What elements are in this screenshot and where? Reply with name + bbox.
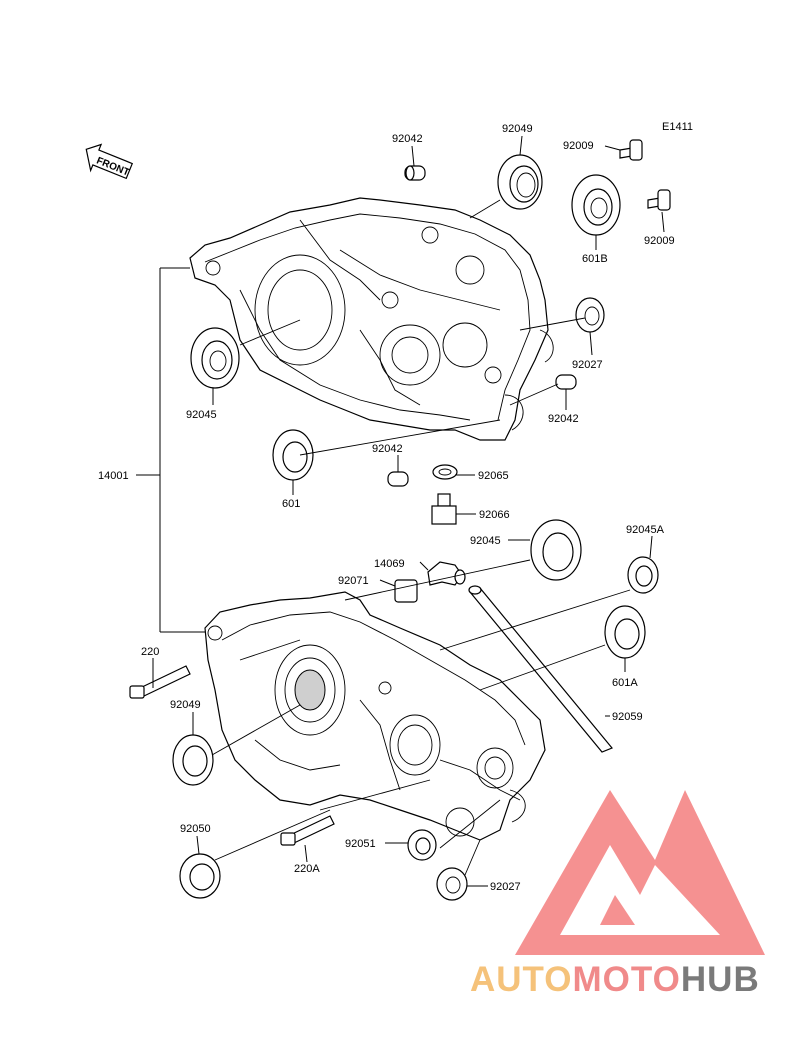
oil-seal-92051 [407, 829, 437, 861]
label-92045-center: 92045 [470, 535, 501, 547]
bearing-601 [272, 429, 314, 481]
label-92049-left: 92049 [170, 699, 201, 711]
dowel-pin-92042-right [555, 374, 577, 390]
bearing-92045-center [530, 519, 582, 581]
screw-92009-b [647, 189, 671, 211]
bearing-601a [604, 605, 646, 659]
dowel-pin-92042-center [387, 471, 409, 487]
label-14001: 14001 [98, 470, 129, 482]
oil-seal-92027-right [575, 297, 605, 333]
label-92042-top: 92042 [392, 133, 423, 145]
oil-seal-92050 [179, 853, 221, 899]
leader-lines [136, 135, 665, 887]
clamp-92071 [394, 579, 418, 603]
label-92009-b: 92009 [644, 235, 675, 247]
wordmark-part-3: HUB [680, 960, 760, 999]
label-92042-right: 92042 [548, 413, 579, 425]
breather-fitting-14069 [427, 561, 466, 586]
label-92009-a: 92009 [563, 140, 594, 152]
bearing-92045a [627, 556, 659, 594]
watermark-logo-mark [515, 790, 765, 955]
label-92045a: 92045A [626, 524, 665, 536]
oil-seal-92049-left [172, 734, 214, 786]
bearing-601b [571, 174, 621, 236]
wordmark-part-2: MOTO [572, 960, 681, 999]
oil-seal-92027-bottom [436, 867, 468, 901]
washer-92065 [432, 464, 458, 480]
label-92045-left: 92045 [186, 409, 217, 421]
label-92059: 92059 [612, 711, 643, 723]
label-92051: 92051 [345, 838, 376, 850]
label-92050: 92050 [180, 823, 211, 835]
wordmark-part-1: AUTO [470, 960, 573, 999]
plug-92066 [431, 493, 457, 525]
label-14069: 14069 [374, 558, 405, 570]
label-220: 220 [141, 646, 159, 658]
label-220a: 220A [294, 863, 320, 875]
diagram-code: E1411 [662, 121, 693, 133]
label-92066: 92066 [479, 509, 510, 521]
watermark-wordmark: AUTOMOTOHUB [470, 960, 760, 1000]
oil-seal-92049-top [497, 154, 543, 210]
lower-crankcase-half [204, 591, 546, 841]
front-arrow-icon: FRONT [85, 143, 134, 180]
label-601a: 601A [612, 677, 638, 689]
screw-92009-a [619, 139, 643, 161]
bolt-220a [280, 815, 335, 846]
label-92027-bottom: 92027 [490, 881, 521, 893]
upper-crankcase-half [189, 197, 554, 441]
bolt-220 [129, 665, 191, 699]
label-601: 601 [282, 498, 300, 510]
label-601b: 601B [582, 253, 608, 265]
label-92027-right: 92027 [572, 359, 603, 371]
bearing-92045-left [190, 327, 240, 389]
dowel-pin-92042-top [404, 165, 426, 181]
label-92065: 92065 [478, 470, 509, 482]
label-92049-top: 92049 [502, 123, 533, 135]
label-92071: 92071 [338, 575, 369, 587]
label-92042-center: 92042 [372, 443, 403, 455]
